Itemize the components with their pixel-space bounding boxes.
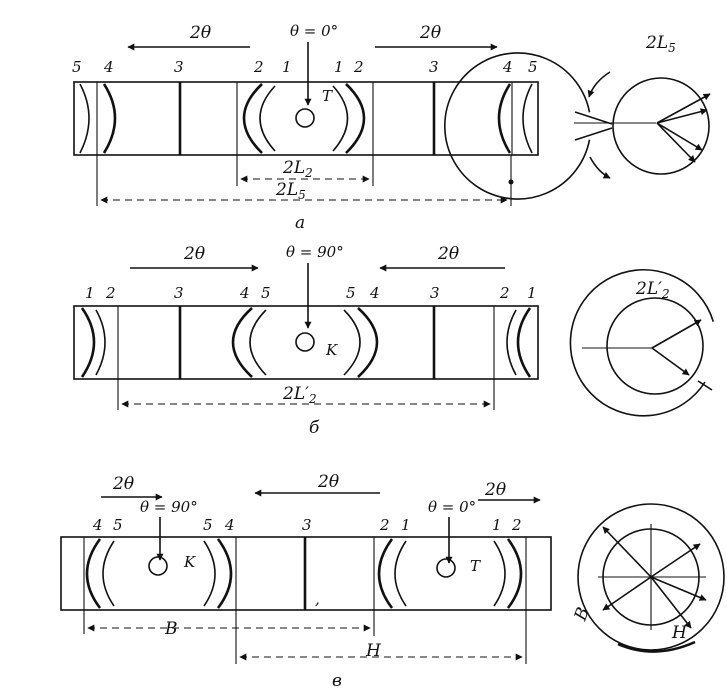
- rod-right-label: T: [470, 557, 481, 575]
- dim-b: B: [164, 619, 178, 639]
- theta-label: θ = 90°: [286, 243, 344, 261]
- element-number: 4: [369, 284, 380, 302]
- panel-b: 2θ 2θ θ = 90° 1 2 3 4 5 5 4 3 2 1 K 2L′2: [73, 243, 715, 438]
- element-number: 5: [72, 58, 82, 76]
- rod-label: K: [325, 341, 338, 359]
- angle-left-label: 2θ: [189, 23, 211, 43]
- svg-text:,: ,: [315, 590, 320, 608]
- dim-outer: 2L5: [275, 180, 306, 202]
- side-view-a: 2L5: [444, 33, 711, 200]
- element-number: 2: [105, 284, 116, 302]
- strip: [73, 305, 539, 380]
- angle-right-label: 2θ: [419, 23, 441, 43]
- side-dim: 2L′2: [635, 279, 670, 301]
- theta-right-label: θ = 0°: [428, 498, 476, 516]
- panel-a: 2θ 2θ θ = 0° 5 4 3 2 1 1 2 3 4 5 T: [72, 22, 711, 233]
- element-number: 1: [492, 516, 502, 534]
- side-b: B: [570, 605, 593, 625]
- element-number: 2: [511, 516, 522, 534]
- rod-hole-right: [436, 558, 456, 578]
- element-number: 2: [353, 58, 364, 76]
- element-number: 2: [499, 284, 510, 302]
- element-number: 5: [528, 58, 538, 76]
- dim-label: 2L′2: [282, 384, 317, 406]
- caption-a: a: [295, 213, 305, 233]
- caption-c: в: [332, 671, 342, 688]
- element-number: 5: [203, 516, 213, 534]
- panel-c: 2θ 2θ 2θ θ = 90° θ = 0° 4 5 5 4 3 2 1 1 …: [60, 472, 725, 688]
- side-h: H: [671, 623, 688, 643]
- element-number: 1: [282, 58, 292, 76]
- element-number: 5: [113, 516, 123, 534]
- element-number: 2: [379, 516, 390, 534]
- element-number: 1: [334, 58, 344, 76]
- theta-left-label: θ = 90°: [140, 498, 198, 516]
- element-number: 4: [502, 58, 513, 76]
- element-number: 3: [174, 58, 184, 76]
- dim-h: H: [365, 641, 382, 661]
- angle-right-label: 2θ: [484, 480, 506, 500]
- strip: [73, 81, 539, 156]
- rod-left-label: K: [183, 553, 196, 571]
- rod-hole-left: [148, 556, 168, 576]
- element-number: 1: [85, 284, 95, 302]
- angle-right-label: 2θ: [437, 244, 459, 264]
- element-number: 5: [261, 284, 271, 302]
- angle-left-label: 2θ: [183, 244, 205, 264]
- side-view-b: 2L′2: [569, 268, 715, 417]
- rod-label: T: [322, 87, 333, 105]
- element-number: 3: [430, 284, 440, 302]
- element-number: 4: [92, 516, 103, 534]
- element-number: 5: [346, 284, 356, 302]
- element-number: 4: [103, 58, 114, 76]
- element-number: 1: [527, 284, 537, 302]
- element-number: 3: [429, 58, 439, 76]
- caption-b: б: [309, 418, 320, 438]
- rod-hole: [295, 332, 315, 352]
- element-number: 1: [401, 516, 411, 534]
- element-number: 2: [253, 58, 264, 76]
- element-number: 4: [239, 284, 250, 302]
- element-number: 4: [224, 516, 235, 534]
- element-number: 3: [174, 284, 184, 302]
- angle-mid-label: 2θ: [317, 472, 339, 492]
- element-number: 3: [302, 516, 312, 534]
- rod-hole: [295, 108, 315, 128]
- theta-label: θ = 0°: [290, 22, 338, 40]
- side-view-c: B H: [570, 503, 725, 653]
- dim-inner: 2L2: [282, 158, 313, 180]
- side-dim: 2L5: [645, 33, 676, 55]
- angle-left-label: 2θ: [112, 474, 134, 494]
